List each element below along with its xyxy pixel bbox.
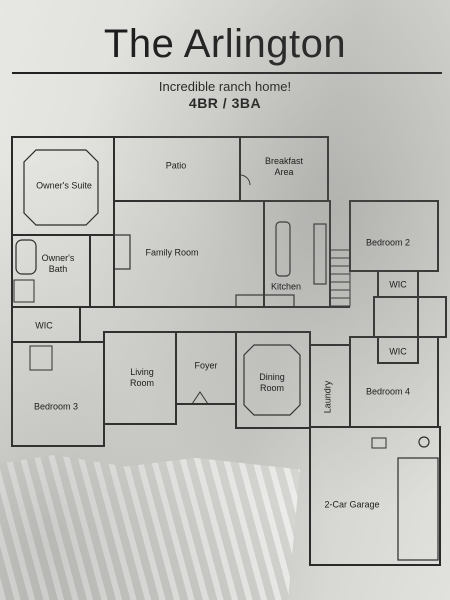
label-patio: Patio	[165, 160, 187, 171]
label-bedroom-4: Bedroom 4	[365, 386, 411, 397]
label-living-room: Living Room	[129, 367, 154, 388]
page-title: The Arlington	[103, 22, 347, 66]
door-swing-breakfast	[239, 174, 251, 186]
kitchen-counter	[313, 223, 327, 285]
tray-ceiling-owners-suite	[23, 149, 99, 226]
label-foyer: Foyer	[194, 360, 218, 371]
page-subtitle: Incredible ranch home!	[158, 79, 292, 94]
tray-ceiling-dining	[243, 344, 301, 416]
label-breakfast-area: Breakfast Area	[264, 156, 304, 177]
label-laundry: Laundry	[322, 380, 333, 414]
label-owners-bath: Owner's Bath	[41, 253, 75, 274]
label-garage: 2-Car Garage	[324, 499, 380, 510]
wall-bath-right	[373, 296, 419, 338]
label-owners-suite: Owner's Suite	[36, 180, 92, 191]
label-family-room: Family Room	[145, 247, 199, 258]
label-wic-right-top: WIC	[389, 279, 407, 290]
label-wic-right-bottom: WIC	[389, 346, 407, 357]
label-bedroom-3: Bedroom 3	[33, 401, 79, 412]
label-dining-room: Dining Room	[259, 372, 285, 393]
wall-bedroom-3	[11, 341, 105, 447]
stairs	[329, 249, 351, 307]
bath-fixture-left	[29, 345, 53, 371]
garage-storage	[397, 457, 439, 561]
wall-closet-right	[417, 296, 447, 338]
wall-garage	[309, 426, 441, 566]
bathtub	[15, 239, 37, 275]
shower	[13, 279, 35, 303]
label-wic-left: WIC	[35, 320, 53, 331]
label-kitchen: Kitchen	[270, 281, 302, 292]
label-bedroom-2: Bedroom 2	[365, 237, 411, 248]
fireplace	[113, 234, 131, 270]
garage-fixture	[371, 437, 387, 449]
kitchen-island	[275, 221, 291, 277]
wall-bedroom-2	[349, 200, 439, 272]
header-divider	[12, 72, 442, 74]
beds-baths-label: 4BR / 3BA	[188, 95, 262, 111]
front-door	[191, 391, 209, 405]
water-heater	[418, 436, 430, 448]
torn-paper-area	[0, 455, 300, 600]
